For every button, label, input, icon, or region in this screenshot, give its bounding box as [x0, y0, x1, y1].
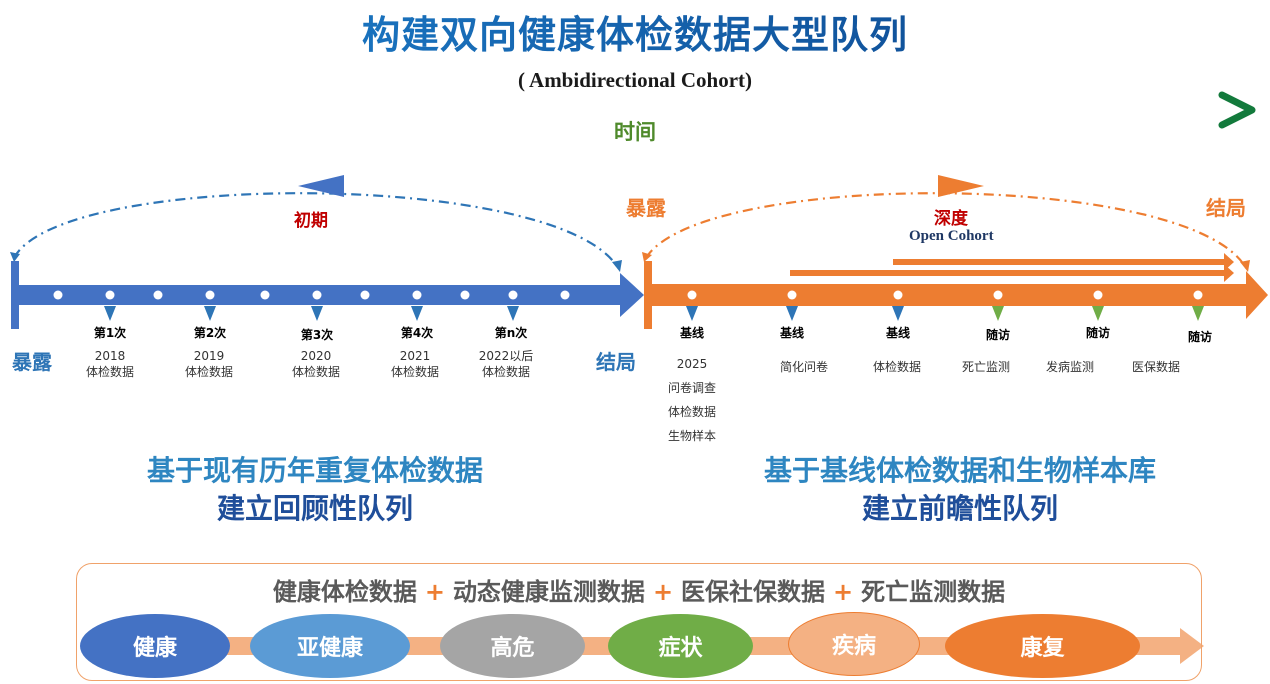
retrospective-summary-line2: 建立回顾性队列 [216, 492, 413, 525]
retro-visit-data: 体检数据 [291, 365, 340, 379]
retro-visit-label: 第3次 [300, 328, 334, 342]
retrospective-exposure-label: 暴露 [12, 350, 52, 374]
prosp-baseline-item: 体检数据 [667, 405, 716, 419]
prosp-baseline-item: 2025 [676, 357, 708, 371]
retro-visit-year: 2022以后 [478, 349, 534, 363]
retro-visit-label: 第n次 [494, 326, 528, 340]
prospective-arc [642, 175, 1250, 272]
prospective-direction-icon [938, 175, 984, 197]
prospective-phase-label: 深度 [934, 209, 968, 229]
prosp-point-label: 基线 [779, 326, 804, 340]
prospective-summary-line2: 建立前瞻性队列 [861, 492, 1058, 525]
prosp-point-item: 发病监测 [1045, 360, 1094, 374]
prosp-point-label: 随访 [1187, 330, 1212, 344]
prospective-timeline [644, 253, 1268, 329]
retro-visit-label: 第1次 [93, 326, 127, 340]
prosp-baseline-item: 生物样本 [667, 429, 716, 443]
retro-visit-detail: 2020 体检数据 [276, 348, 356, 380]
retro-visit-data: 体检数据 [390, 365, 439, 379]
retro-visit-detail: 2019 体检数据 [169, 348, 249, 380]
prosp-first-baseline-label: 基线 [679, 326, 704, 340]
stage-healthy: 健康 [80, 614, 230, 678]
prosp-first-baseline-items: 2025 问卷调查 体检数据 生物样本 [652, 352, 732, 448]
stage-subhealthy: 亚健康 [250, 614, 410, 678]
open-cohort-label: Open Cohort [909, 228, 994, 244]
retro-visit-detail: 2022以后 体检数据 [466, 348, 546, 380]
retro-visit-detail: 2021 体检数据 [375, 348, 455, 380]
prosp-point-item: 医保数据 [1131, 360, 1180, 374]
retrospective-outcome-label: 结局 [596, 350, 636, 374]
prosp-point-item: 死亡监测 [961, 360, 1010, 374]
page-title: 构建双向健康体检数据大型队列 [0, 4, 1270, 59]
prospective-points [686, 290, 1204, 321]
data-source-item: 健康体检数据 [272, 578, 417, 606]
stage-high-risk: 高危 [440, 614, 585, 678]
stage-recovery: 康复 [945, 614, 1140, 678]
prospective-summary-line1: 基于基线体检数据和生物样本库 [763, 454, 1156, 487]
page-subtitle: ( Ambidirectional Cohort) [517, 68, 753, 92]
retro-visit-data: 体检数据 [85, 365, 134, 379]
retro-visit-label: 第4次 [400, 326, 434, 340]
prosp-point-label: 随访 [1085, 326, 1110, 340]
stage-symptom: 症状 [608, 614, 753, 678]
data-sources-line: 健康体检数据+动态健康监测数据+医保社保数据+死亡监测数据 [76, 572, 1202, 607]
data-source-item: 动态健康监测数据 [452, 578, 645, 606]
retro-visit-year: 2020 [300, 349, 332, 363]
prospective-summary: 基于基线体检数据和生物样本库 建立前瞻性队列 [700, 452, 1220, 528]
retrospective-points [53, 290, 570, 321]
retrospective-summary: 基于现有历年重复体检数据 建立回顾性队列 [70, 452, 560, 528]
retrospective-direction-icon [298, 175, 344, 197]
retro-visit-year: 2019 [193, 349, 225, 363]
data-source-item: 死亡监测数据 [861, 578, 1006, 606]
retro-visit-year: 2018 [94, 349, 126, 363]
retro-visit-data: 体检数据 [184, 365, 233, 379]
retro-visit-label: 第2次 [193, 326, 227, 340]
data-sources-frame [76, 563, 1202, 681]
retrospective-arc [10, 175, 622, 272]
plus-separator: + [652, 578, 674, 606]
prosp-point-item: 简化问卷 [779, 360, 828, 374]
plus-separator: + [833, 578, 854, 606]
retro-visit-detail: 2018 体检数据 [70, 348, 150, 380]
prosp-point-item: 体检数据 [872, 360, 921, 374]
retrospective-phase-label: 初期 [294, 211, 328, 231]
prospective-outcome-label: 结局 [1206, 196, 1246, 220]
time-axis-arrow [8, 91, 1256, 129]
retrospective-timeline [11, 261, 644, 329]
retro-visit-year: 2021 [399, 349, 431, 363]
prosp-point-label: 基线 [885, 326, 910, 340]
retrospective-summary-line1: 基于现有历年重复体检数据 [146, 454, 483, 487]
retro-visit-data: 体检数据 [481, 365, 530, 379]
prosp-point-label: 随访 [985, 328, 1010, 342]
data-source-item: 医保社保数据 [681, 578, 826, 606]
plus-separator: + [424, 578, 445, 606]
time-axis-label: 时间 [614, 120, 656, 144]
stage-disease: 疾病 [788, 612, 920, 676]
prosp-baseline-item: 问卷调查 [667, 381, 716, 395]
prospective-exposure-label: 暴露 [626, 196, 666, 220]
